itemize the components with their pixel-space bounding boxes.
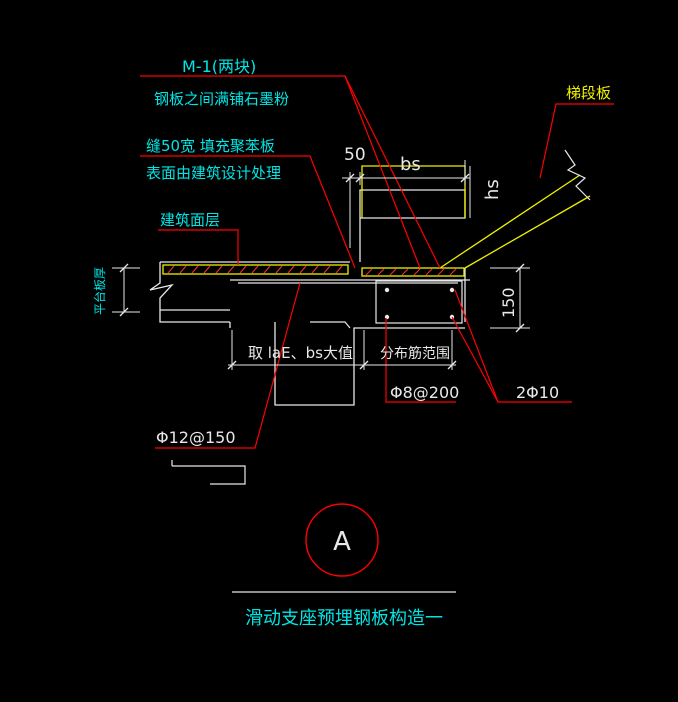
label-dim-50: 50 [344, 145, 366, 165]
label-anchor-length: 取 laE、bs大值 [248, 344, 353, 362]
label-platform-thickness: 平台板厚 [92, 267, 107, 315]
finish-hatch [167, 265, 457, 276]
label-finish-note: 表面由建筑设计处理 [146, 164, 281, 182]
label-dist-bar-range: 分布筋范围 [380, 345, 450, 362]
detail-mark-label: A [333, 527, 351, 557]
label-dim-hs: hs [482, 179, 503, 200]
label-dim-150: 150 [499, 287, 518, 318]
break-symbol [564, 149, 591, 201]
drawing-title: 滑动支座预埋钢板构造一 [245, 608, 443, 629]
label-rebar-phi12: Φ12@150 [156, 428, 236, 447]
label-dim-bs: bs [400, 154, 421, 175]
dimension-ticks [119, 173, 525, 370]
label-floor-layer: 建筑面层 [160, 211, 220, 229]
label-m1: M-1(两块) [182, 57, 256, 76]
label-stair-board: 梯段板 [566, 84, 611, 102]
leader-lines [140, 75, 614, 449]
detail-mark-circle [305, 503, 379, 577]
rebar-lines [160, 280, 463, 485]
label-graphite: 钢板之间满铺石墨粉 [154, 90, 289, 108]
dimension-lines [112, 160, 530, 370]
label-dist-bar: Φ8@200 [390, 383, 459, 402]
label-joint: 缝50宽 填充聚苯板 [146, 137, 275, 155]
rebar-dots [384, 287, 455, 320]
label-rebar-2phi10: 2Φ10 [516, 383, 559, 402]
yellow-elements [162, 165, 591, 277]
